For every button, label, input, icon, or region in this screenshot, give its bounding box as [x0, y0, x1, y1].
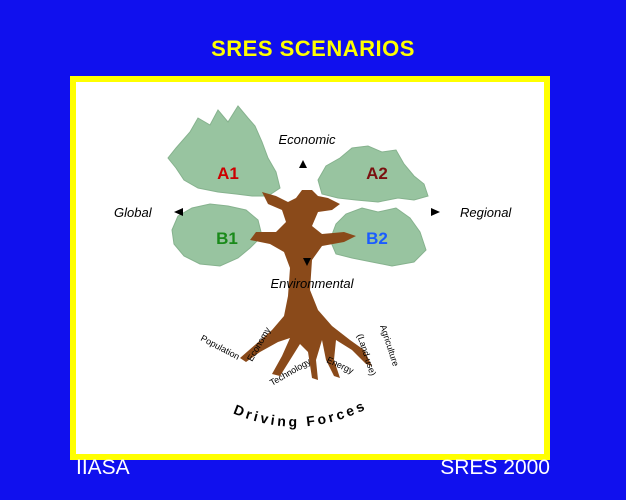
root-label-agriculture: Agriculture: [378, 324, 401, 368]
driving-forces-label: Driving Forces: [232, 397, 370, 430]
root-label-population: Population: [199, 333, 241, 362]
foliage-b1: [171, 203, 263, 267]
arrow-left-icon: [174, 208, 183, 216]
axis-label-regional: Regional: [460, 205, 512, 220]
arrow-up-icon: [299, 160, 307, 168]
scenario-a1: A1: [217, 164, 239, 183]
scenario-b2: B2: [366, 229, 388, 248]
foliage-a2: [317, 145, 429, 203]
footer-iiasa: IIASA: [76, 456, 130, 479]
footer-sres-2000: SRES 2000: [440, 456, 550, 479]
root-label-energy: Energy: [325, 355, 356, 376]
scenario-a2: A2: [366, 164, 388, 183]
axis-label-economic: Economic: [278, 132, 336, 147]
arrow-right-icon: [431, 208, 440, 216]
slide-title: SRES SCENARIOS: [211, 36, 415, 61]
arrow-down-icon: [303, 258, 311, 266]
axis-label-environmental: Environmental: [270, 276, 354, 291]
axis-label-global: Global: [114, 205, 153, 220]
scenario-b1: B1: [216, 229, 238, 248]
foliage-b2: [329, 207, 427, 267]
foliage-a1: [167, 105, 281, 197]
tree-trunk: [240, 190, 372, 380]
